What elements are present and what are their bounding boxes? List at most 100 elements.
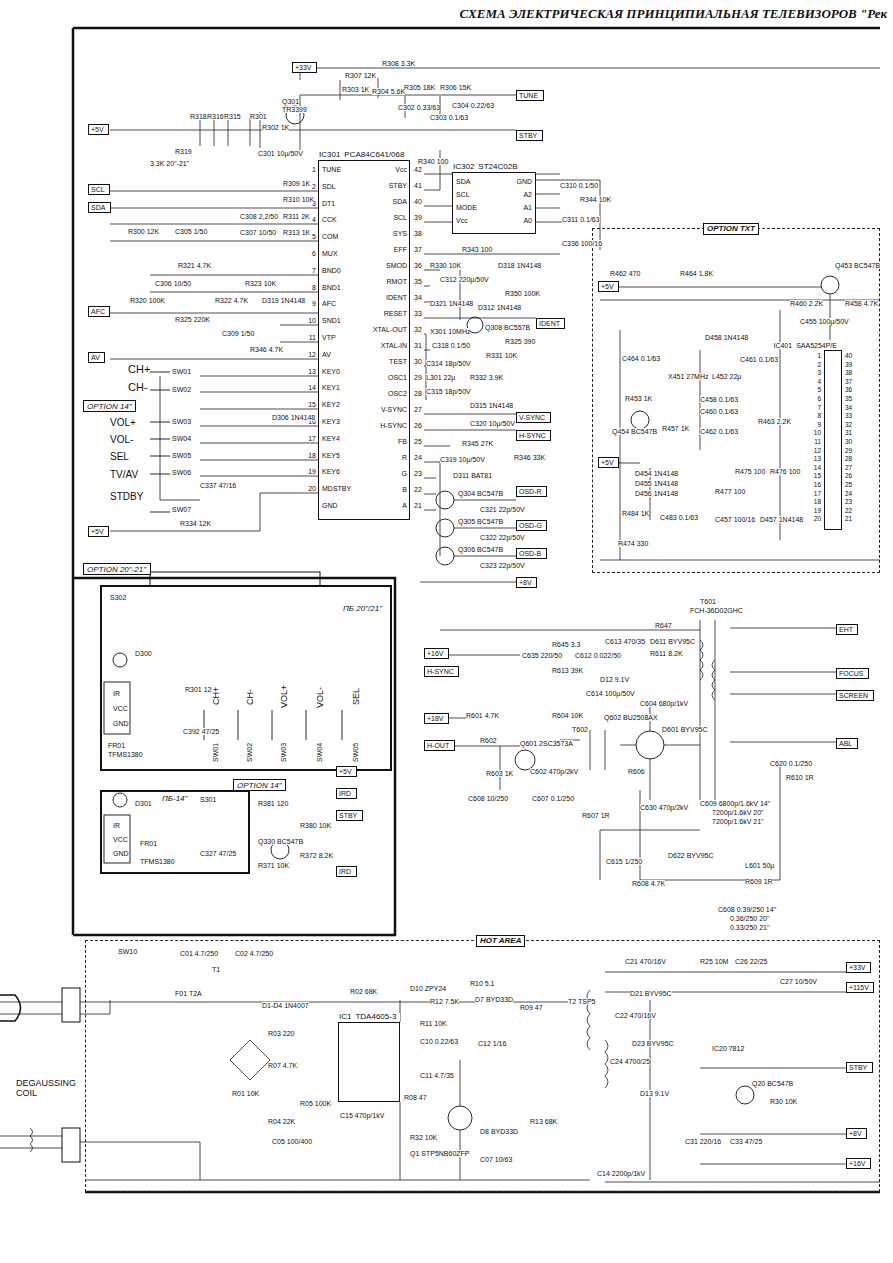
diagram-title: СХЕМА ЭЛЕКТРИЧЕСКАЯ ПРИНЦИПИАЛЬНАЯ ТЕЛЕВ… [460,6,887,22]
pin-number: 31 [414,342,422,349]
pin-number: 38 [845,370,852,377]
signal-port: +115V [846,982,874,993]
signal-label: GND [113,720,129,727]
resistor-label: R474 330 [618,540,648,547]
resistor-label: R301 [250,113,267,120]
diode-label: D13 9.1V [640,1090,669,1097]
capacitor-label: C457 100/16 [715,516,755,523]
resistor-label: R320 100K [130,297,165,304]
switch-label: SW05 [352,743,359,762]
diode-label: D312 1N4148 [478,304,521,311]
pin-number: 13 [814,456,821,463]
resistor-label: R463 2.2K [758,418,791,425]
capacitor-label: C12 1/16 [478,1040,506,1047]
receiver-symbol [104,653,130,863]
capacitor-label: C612 0.022/50 [575,652,621,659]
resistor-label: R604 10K [552,712,583,719]
signal-label: STBY [389,182,407,189]
signal-label: SCL [456,191,470,198]
signal-label: DEGAUSSING COIL [16,1078,78,1099]
diode-label: D7 BYD33D [475,996,513,1003]
capacitor-label: C392 47/25 [183,728,219,735]
resistor-label: R08 47 [404,1094,427,1101]
pin-number: 5 [312,233,316,240]
signal-label: RESET [384,310,407,317]
port-text: STBY [519,132,537,139]
signal-label: VOL+ [280,685,289,708]
switch-label: S301 [200,796,216,803]
signal-label: AFC [322,300,336,307]
resistor-label: R613 39K [552,667,583,674]
port-text: +16V [427,650,444,657]
signal-label: IDENT [386,294,407,301]
signal-port: +16V [846,1158,871,1169]
capacitor-label: C302 0.33/63 [398,104,440,111]
signal-label: V-SYNC [381,406,407,413]
pin-number: 9 [312,300,316,307]
resistor-label: R300 12K [128,228,159,235]
pin-number: 1 [312,166,316,173]
signal-label: RMOT [386,278,407,285]
signal-label: TV/AV [110,470,138,480]
capacitor-label: C01 4.7/250 [180,950,218,957]
pin-number: 35 [845,396,852,403]
port-text: H-SYNC [519,432,546,439]
capacitor-label: C614 100μ/50V [586,690,635,697]
resistor-label: R25 10M [700,958,728,965]
switch-symbol [150,372,342,740]
port-text: +18V [427,715,444,722]
signal-label: 7200p/1.6kV 20" [712,809,764,816]
port-text: EHT [839,626,853,633]
pin-number: 23 [414,470,422,477]
signal-label: A0 [523,217,532,224]
switch-label: SW02 [246,743,253,762]
pin-number: 18 [814,499,821,506]
chip-heading: IC302ST24C02B [453,163,522,171]
signal-port: SCL [88,184,110,195]
resistor-label: R340 100 [418,158,448,165]
signal-label: Vcc [395,166,407,173]
resistor-label: R372 8.2K [300,852,333,859]
diode-label: D457 1N4148 [760,516,803,523]
signal-port: +33V [846,962,871,973]
chip-heading: IC401SAA5254P/E [773,342,841,349]
signal-label: AV [322,351,331,358]
signal-label: TUNE [322,166,341,173]
pin-number: 30 [414,358,422,365]
signal-label: VCC [113,836,128,843]
resistor-label: R307 12K [345,72,376,79]
pin-number: 19 [814,508,821,515]
signal-label: CH- [128,382,148,393]
signal-label: COM [322,233,338,240]
chip-heading: IC1TDA4605-3 [339,1013,400,1021]
signal-port: IRD [336,866,357,877]
capacitor-label: C33 47/25 [730,1138,762,1145]
part-label: L601 50μ [745,862,774,869]
pin-number: 7 [817,405,821,412]
resistor-label: R10 5.1 [470,980,495,987]
capacitor-label: C607 0.1/250 [532,795,574,802]
signal-label: KEY4 [322,435,340,442]
diode-label: D456 1N4148 [635,490,678,497]
capacitor-label: C321 22p/50V [480,506,525,513]
signal-port: +5V [598,457,619,468]
capacitor-label: C630 470p/2kV [640,804,688,811]
chip-name: IC1 [339,1012,351,1021]
part-label: X451 27MHz [668,373,708,380]
capacitor-label: C310 0.1/50 [560,182,598,189]
chip-name: SAA5254P/E [796,342,837,349]
pin-number: 5 [817,387,821,394]
pin-number: 14 [814,465,821,472]
pin-number: 6 [817,396,821,403]
pin-number: 31 [845,430,852,437]
port-text: AFC [91,308,105,315]
signal-port: SCREEN [836,690,874,701]
signal-port: +8V [846,1128,867,1139]
chip-box: IC401SAA5254P/E [824,350,842,530]
signal-label: A1 [523,204,532,211]
resistor-label: R313 1K [283,229,310,236]
signal-label: DT1 [322,200,335,207]
pin-number: 23 [845,499,852,506]
signal-label: KEY6 [322,468,340,475]
port-text: H-SYNC [427,668,454,675]
